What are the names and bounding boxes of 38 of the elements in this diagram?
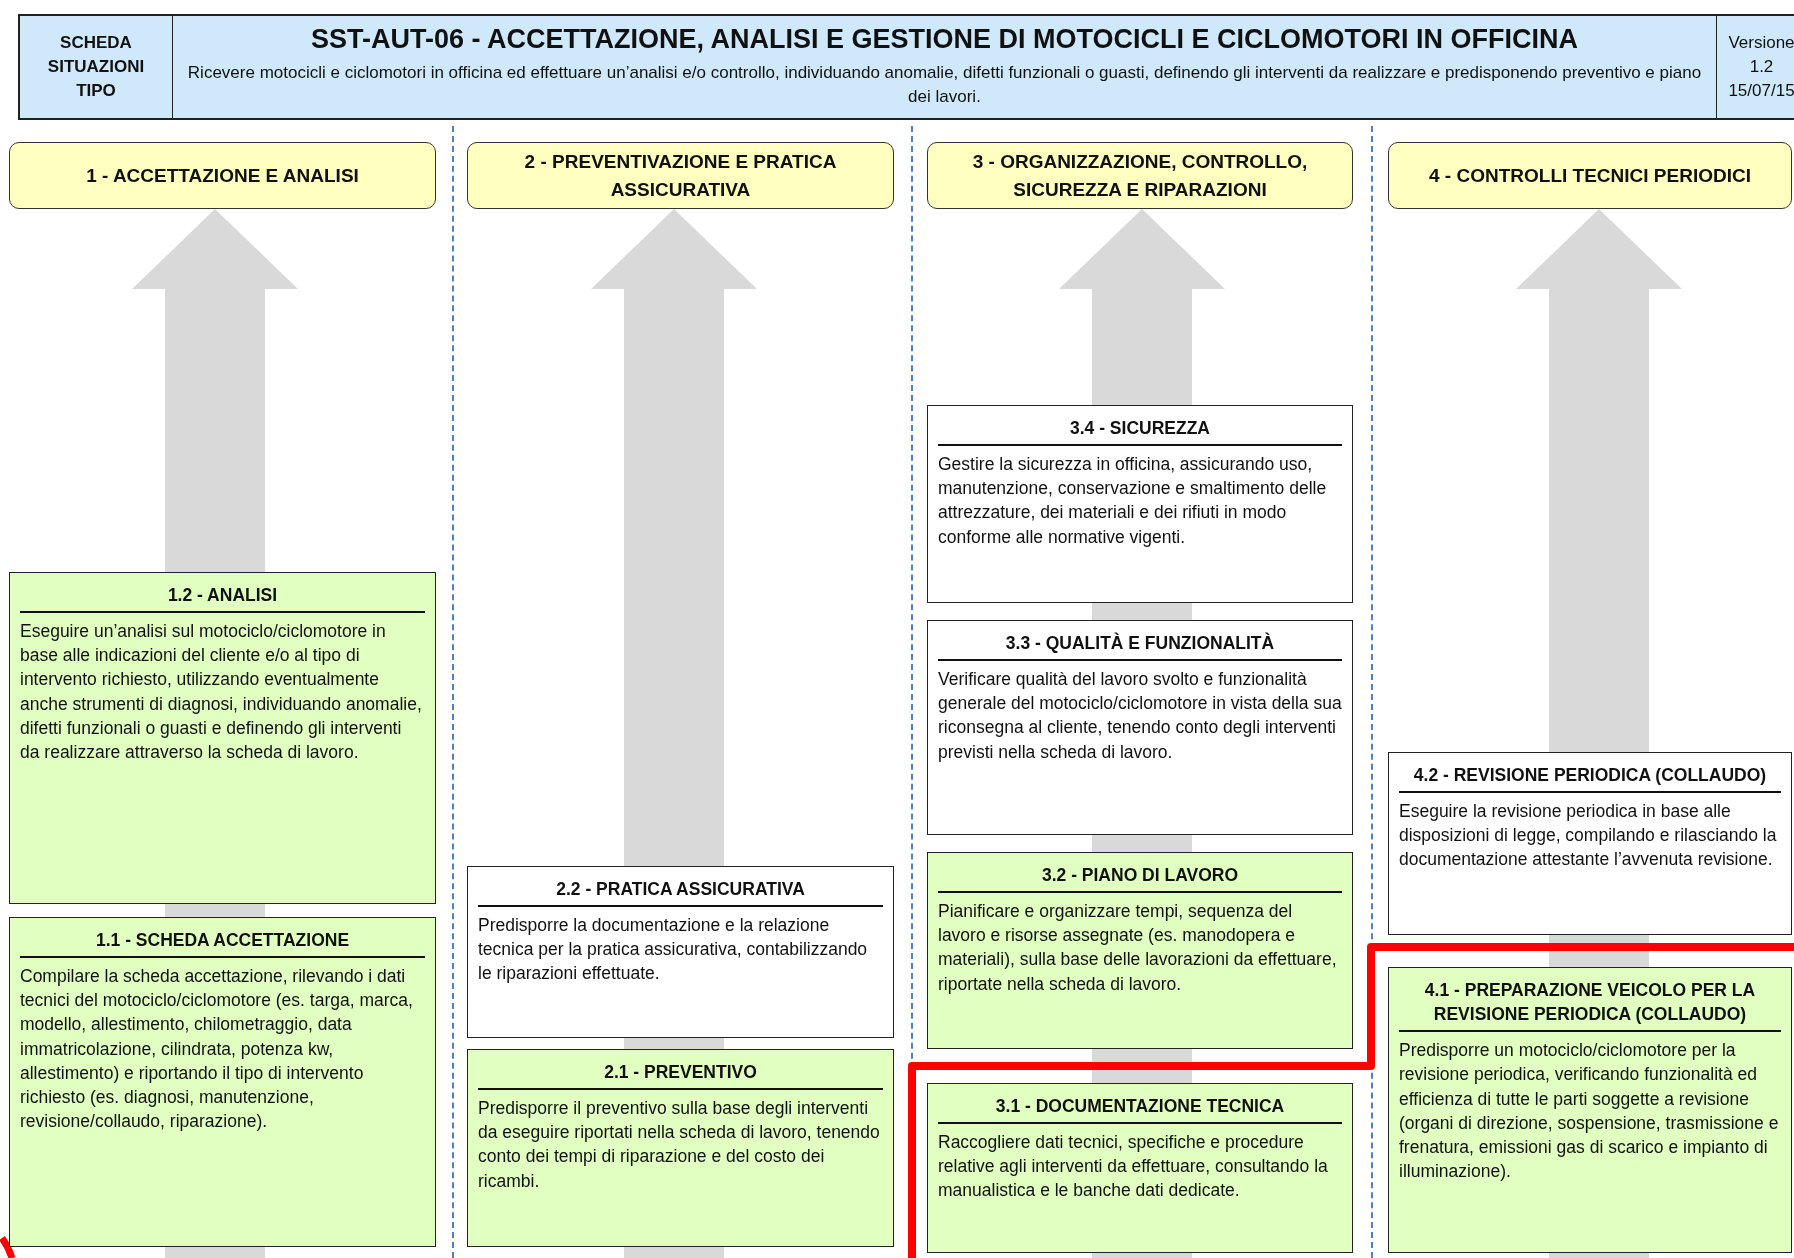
- activity-description: Predisporre la documentazione e la relazione tecnica per la pratica assicurativa, contabilizzando le riparazioni effettuate.: [478, 914, 869, 986]
- activity-box: [1388, 967, 1792, 1253]
- form-type-label: SCHEDA SITUAZIONI TIPO: [46, 32, 146, 102]
- activity-heading: 1.1 - SCHEDA ACCETTAZIONE: [20, 926, 425, 959]
- activity-box: [927, 1083, 1353, 1253]
- activity-heading: 3.1 - DOCUMENTAZIONE TECNICA: [938, 1092, 1342, 1125]
- activity-heading: 3.3 - QUALITÀ E FUNZIONALITÀ: [938, 629, 1342, 662]
- activity-box: [927, 620, 1353, 835]
- column-header: 1 - ACCETTAZIONE E ANALISI: [9, 142, 436, 209]
- activity-description: Predisporre il preventivo sulla base degli interventi da eseguire riportati nella scheda di lavoro, tenendo conto dei tempi di riparazione e del costo dei ricambi.: [478, 1097, 881, 1193]
- activity-description: Gestire la sicurezza in officina, assicurando uso, manutenzione, conservazione e smaltimento delle attrezzature, dei materiali e dei rifiuti in modo conforme alle normative vigenti.: [938, 453, 1328, 549]
- activity-heading: 1.2 - ANALISI: [20, 581, 425, 614]
- activity-heading: 2.2 - PRATICA ASSICURATIVA: [478, 875, 883, 908]
- activity-box: [9, 917, 436, 1247]
- activity-heading: 2.1 - PREVENTIVO: [478, 1058, 883, 1091]
- activity-description: Eseguire la revisione periodica in base alle disposizioni di legge, compilando e rilasciando la documentazione attestante l’avvenuta revisione.: [1399, 800, 1778, 872]
- activity-description: Compilare la scheda accettazione, rilevando i dati tecnici del motociclo/ciclomotore (es. targa, marca, modello, allestimento, chilometraggio, data immatricolazione, cilindrata, potenza kw, allestimento) e riportando il tipo di intervento richiesto (es. diagnosi, manutenzione, revisione/collaudo, riparazione).: [20, 965, 414, 1133]
- activity-description: Predisporre un motociclo/ciclomotore per la revisione periodica, verificando funzionalità ed efficienza di tutte le parti soggette a revisione (organi di direzione, sospensione, trasmissione e frenatura, emissioni gas di scarico e impianto di illuminazione).: [1399, 1039, 1780, 1183]
- activity-box: [467, 1049, 894, 1247]
- activity-description: Eseguire un’analisi sul motociclo/ciclomotore in base alle indicazioni del cliente e/o al tipo di intervento richiesto, utilizzando eventualmente anche strumenti di diagnosi, individuando anomalie, difetti funzionali o guasti e definendo gli interventi da realizzare attraverso la scheda di lavoro.: [20, 620, 423, 764]
- activity-heading: 4.2 - REVISIONE PERIODICA (COLLAUDO): [1399, 761, 1781, 794]
- activity-box: [467, 866, 894, 1038]
- column-header: 2 - PREVENTIVAZIONE E PRATICA ASSICURATIVA: [467, 142, 894, 209]
- activity-box: [927, 852, 1353, 1049]
- activity-description: Raccogliere dati tecnici, specifiche e procedure relative agli interventi da effettuare, consultando la manualistica e le banche dati dedicate.: [938, 1131, 1329, 1203]
- page-title: SST-AUT-06 - ACCETTAZIONE, ANALISI E GESTIONE DI MOTOCICLI E CICLOMOTORI IN OFFICINA: [310, 25, 1578, 56]
- activity-heading: 3.4 - SICUREZZA: [938, 414, 1342, 447]
- activity-heading: 4.1 - PREPARAZIONE VEICOLO PER LA REVISIONE PERIODICA (COLLAUDO): [1399, 976, 1781, 1033]
- activity-box: [927, 405, 1353, 603]
- page-subtitle: Ricevere motocicli e ciclomotori in officina ed effettuare un’analisi e/o controllo, individuando anomalie, difetti funzionali o guasti, definendo gli interventi da realizzare e predisponendo preventivo e piano dei lavori.: [186, 62, 1703, 108]
- version-label: Versione 1.2 15/07/15: [1727, 32, 1794, 102]
- activity-description: Verificare qualità del lavoro svolto e funzionalità generale del motociclo/ciclomotore in vista della sua riconsegna al cliente, tenendo conto degli interventi previsti nella scheda di lavoro.: [938, 668, 1342, 764]
- column-header: 3 - ORGANIZZAZIONE, CONTROLLO, SICUREZZA E RIPARAZIONI: [927, 142, 1353, 209]
- activity-box: [1388, 752, 1792, 935]
- column-header: 4 - CONTROLLI TECNICI PERIODICI: [1388, 142, 1792, 209]
- activity-description: Pianificare e organizzare tempi, sequenza del lavoro e risorse assegnate (es. manodopera e materiali), sulla base delle lavorazioni da effettuare, riportate nella scheda di lavoro.: [938, 900, 1338, 996]
- activity-heading: 3.2 - PIANO DI LAVORO: [938, 861, 1342, 894]
- activity-box: [9, 572, 436, 904]
